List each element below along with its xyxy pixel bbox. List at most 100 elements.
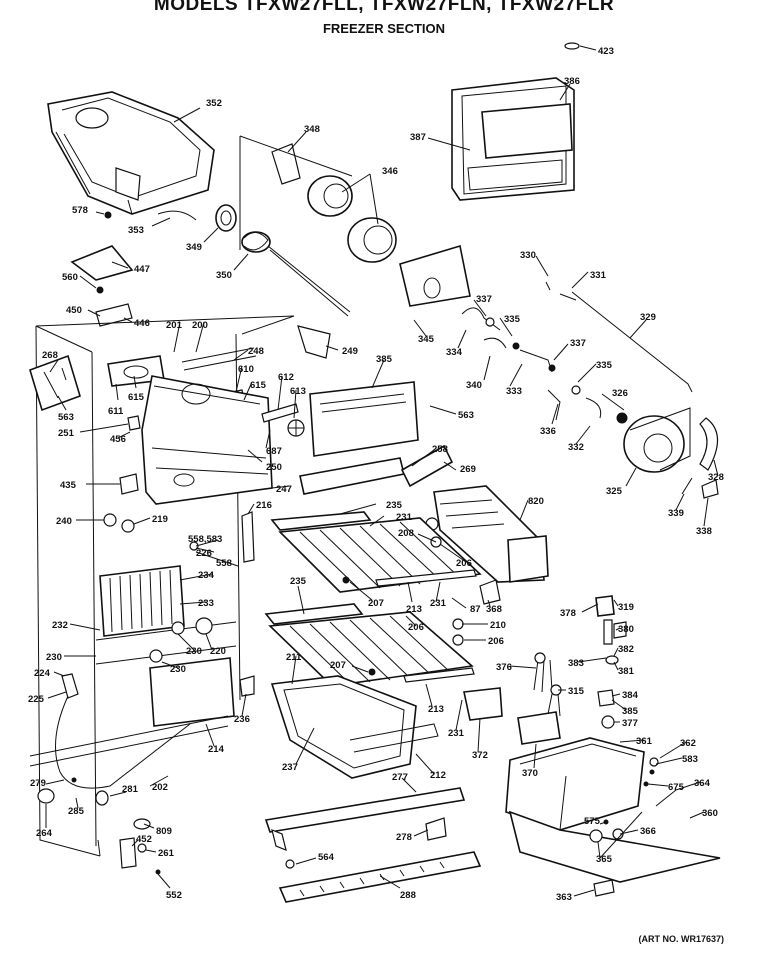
clip-278: [425, 817, 447, 841]
label-325: 325: [606, 486, 623, 497]
label-226: 226: [196, 548, 212, 559]
label-366: 366: [640, 826, 656, 837]
screw-564: [285, 859, 295, 869]
label-447: 447: [134, 264, 150, 275]
screw-578: [104, 211, 112, 219]
evaporator-cover: [141, 375, 273, 505]
grommet-281: [95, 790, 109, 806]
label-611: 611: [108, 406, 124, 417]
label-456: 456: [110, 434, 126, 445]
label-335b: 335: [596, 360, 613, 371]
label-329: 329: [640, 312, 656, 323]
label-378: 378: [560, 608, 576, 619]
label-452: 452: [136, 834, 152, 845]
ice-cover-385: [309, 381, 419, 457]
label-232: 232: [52, 620, 68, 631]
grommet-264: [37, 788, 55, 804]
label-210: 210: [490, 620, 506, 631]
evaporator-fan: [261, 403, 305, 437]
label-340: 340: [466, 380, 482, 391]
label-687: 687: [266, 446, 282, 457]
label-213b: 213: [428, 704, 444, 715]
label-202: 202: [152, 782, 168, 793]
label-319: 319: [618, 602, 634, 613]
art-number: (ART NO. WR17637): [638, 934, 724, 944]
label-386: 386: [564, 76, 580, 87]
label-552: 552: [166, 890, 182, 901]
wire-harnesses: [533, 652, 562, 717]
label-558583: 558,583: [188, 534, 222, 545]
label-336: 336: [540, 426, 556, 437]
label-332: 332: [568, 442, 584, 453]
label-207b: 207: [330, 660, 346, 671]
label-214: 214: [208, 744, 225, 755]
label-333: 333: [506, 386, 522, 397]
clip-423: [564, 42, 580, 50]
clip-435: [119, 473, 139, 495]
label-201: 201: [166, 320, 183, 331]
label-380: 380: [618, 624, 634, 635]
label-583: 583: [682, 754, 698, 765]
label-278: 278: [396, 832, 412, 843]
label-365: 365: [596, 854, 613, 865]
label-279: 279: [30, 778, 46, 789]
label-346: 346: [382, 166, 398, 177]
label-200: 200: [192, 320, 208, 331]
label-264: 264: [36, 828, 53, 839]
label-368: 368: [486, 604, 502, 615]
label-240: 240: [56, 516, 72, 527]
label-288: 288: [400, 890, 416, 901]
label-384: 384: [622, 690, 639, 701]
back-panel-214: [149, 657, 235, 727]
dispenser-door-frame: [451, 77, 575, 201]
label-247: 247: [276, 484, 292, 495]
label-372: 372: [472, 750, 488, 761]
label-261: 261: [158, 848, 175, 859]
label-361: 361: [636, 736, 653, 747]
label-560: 560: [62, 272, 78, 283]
label-330: 330: [520, 250, 536, 261]
label-385b: 385: [622, 706, 639, 717]
label-564: 564: [318, 852, 335, 863]
label-360: 360: [702, 808, 718, 819]
label-268: 268: [42, 350, 58, 361]
label-237: 237: [282, 762, 298, 773]
label-563b: 563: [458, 410, 474, 421]
label-352: 352: [206, 98, 222, 109]
label-230a: 230: [186, 646, 202, 657]
label-820: 820: [528, 496, 544, 507]
label-216: 216: [256, 500, 272, 511]
label-206a: 206: [456, 558, 472, 569]
label-220: 220: [210, 646, 226, 657]
label-334: 334: [446, 347, 463, 358]
drain-tubing: [29, 673, 229, 789]
bottom-rail-277: [264, 787, 466, 851]
auger-motor: [616, 407, 719, 499]
clip-210: [452, 618, 464, 630]
clip-206: [452, 634, 464, 646]
label-328: 328: [708, 472, 724, 483]
bracket-249: [297, 325, 331, 359]
knob-363: [593, 879, 615, 897]
label-387: 387: [410, 132, 426, 143]
label-362: 362: [680, 738, 696, 749]
auger-assembly: [215, 204, 351, 317]
label-615a: 615: [128, 392, 145, 403]
motor-370: [517, 711, 561, 745]
label-233: 233: [198, 598, 214, 609]
label-208a: 208: [398, 528, 414, 539]
label-335a: 335: [504, 314, 521, 325]
label-207a: 207: [368, 598, 384, 609]
cover-372: [463, 687, 503, 721]
bracket-268: [29, 354, 81, 412]
label-382: 382: [618, 644, 634, 655]
part-number-labels: 423 386 387 352 348 346 578 353 349 350 …: [28, 46, 724, 903]
hinge-hardware: [119, 818, 161, 875]
label-230b: 230: [46, 652, 62, 663]
bushing-365: [589, 829, 603, 843]
label-87: 87: [470, 604, 481, 615]
cover-and-bracket: [70, 245, 134, 327]
freezer-liner-frame: [35, 315, 295, 857]
rail-248: [181, 347, 257, 371]
strip-216: [241, 511, 255, 563]
